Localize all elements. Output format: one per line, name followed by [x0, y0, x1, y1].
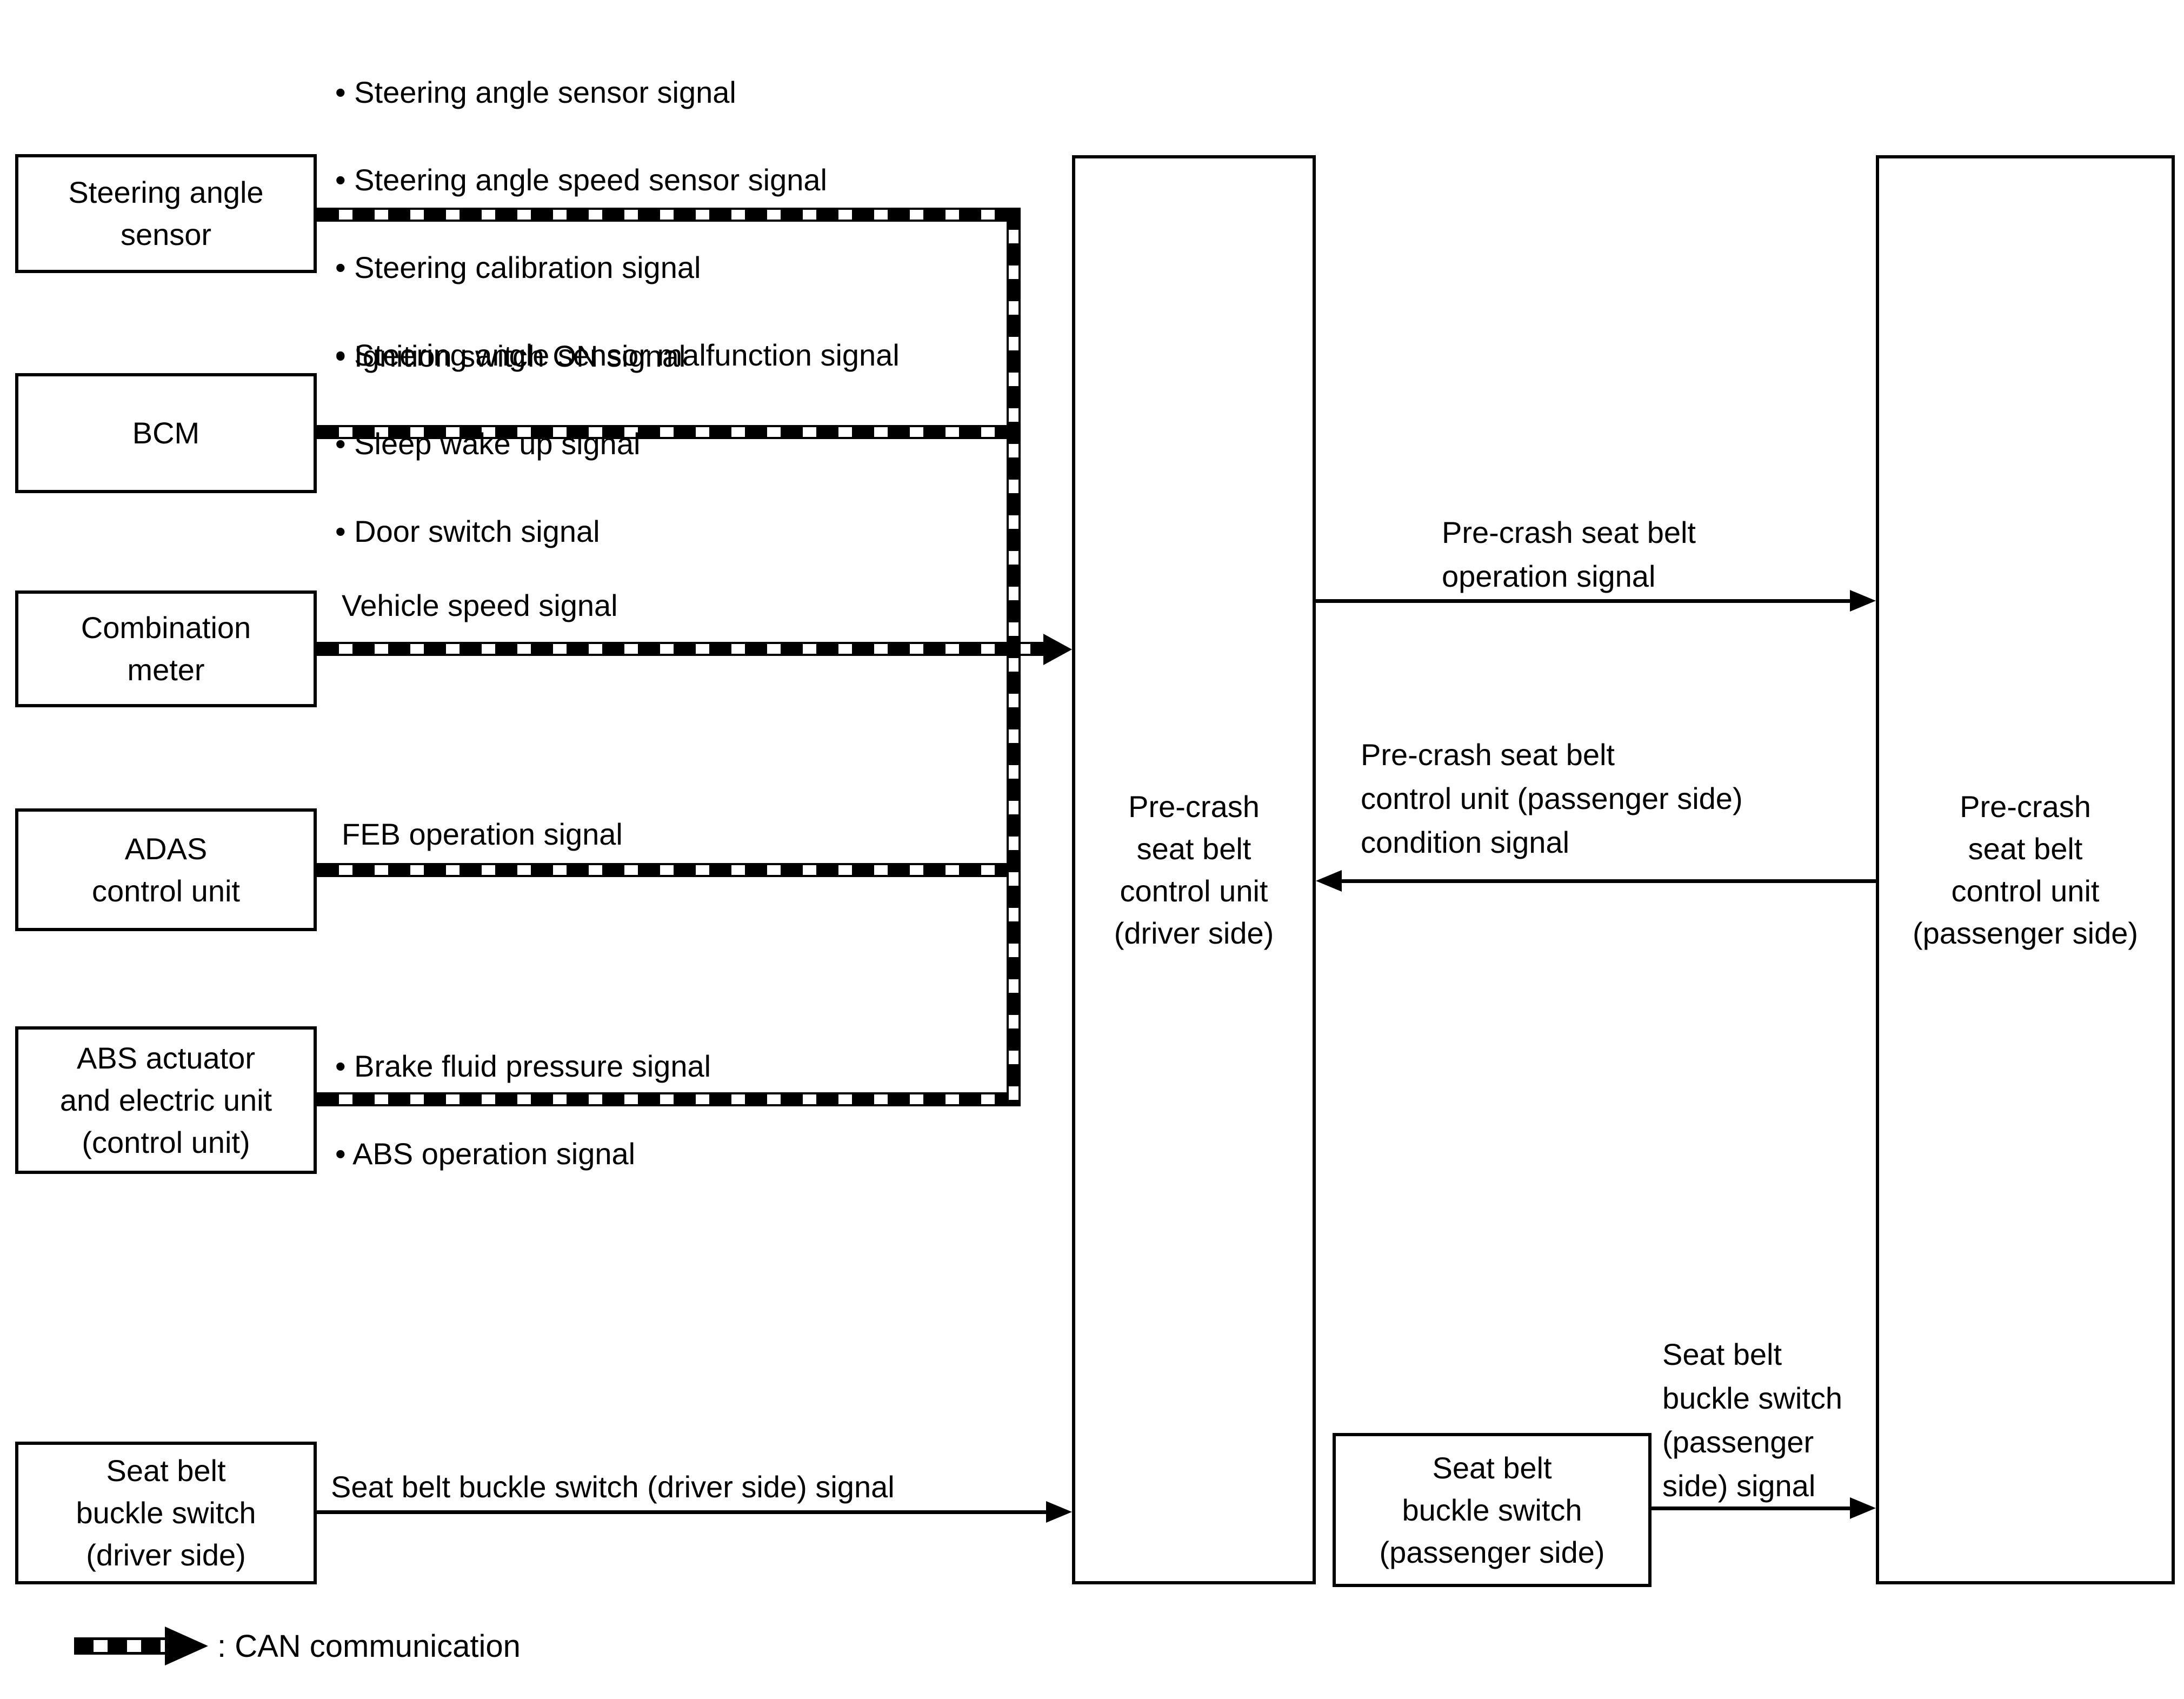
vehicle-speed-signal-label: Vehicle speed signal	[342, 588, 618, 622]
can-line-bcm	[317, 425, 1021, 439]
can-line-adas	[317, 863, 1021, 877]
can-legend-label: : CAN communication	[217, 1629, 521, 1664]
abs-actuator-box: ABS actuator and electric unit (control …	[15, 1026, 317, 1174]
signal-item: • Steering angle sensor malfunction sign…	[335, 338, 900, 372]
condition-signal-label: Pre-crash seat belt control unit (passen…	[1361, 738, 1743, 859]
bcm-box: BCM	[15, 373, 317, 493]
combination-meter-box: Combination meter	[15, 590, 317, 707]
operation-signal-arrow-line	[1316, 599, 1850, 603]
can-arrowhead-icon	[1043, 634, 1072, 665]
driver-buckle-arrowhead-icon	[1046, 1501, 1072, 1523]
signal-item: • Door switch signal	[335, 514, 600, 548]
can-legend-symbol-icon	[74, 1637, 165, 1655]
signal-item: • Brake fluid pressure signal	[335, 1049, 711, 1083]
operation-signal-label: Pre-crash seat belt operation signal	[1442, 515, 1696, 593]
can-legend-arrowhead-icon	[165, 1627, 208, 1665]
passenger-buckle-arrowhead-icon	[1850, 1497, 1876, 1519]
passenger-buckle-signal-label: Seat belt buckle switch (passenger side)…	[1662, 1337, 1843, 1503]
can-line-abs	[317, 1092, 1021, 1106]
bcm-signal-list: • Ignition switch ON signal • Sleep wake…	[335, 290, 685, 597]
seat-belt-buckle-switch-passenger-box: Seat belt buckle switch (passenger side)	[1333, 1433, 1652, 1587]
seat-belt-buckle-switch-driver-box: Seat belt buckle switch (driver side)	[15, 1442, 317, 1584]
passenger-buckle-arrow-line	[1652, 1506, 1850, 1510]
pre-crash-control-unit-driver-box: Pre-crash seat belt control unit (driver…	[1072, 155, 1316, 1584]
can-line-steering	[317, 208, 1021, 222]
condition-signal-arrowhead-icon	[1316, 870, 1342, 892]
operation-signal-arrowhead-icon	[1850, 590, 1876, 612]
pre-crash-control-unit-passenger-box: Pre-crash seat belt control unit (passen…	[1876, 155, 2175, 1584]
adas-control-unit-box: ADAS control unit	[15, 808, 317, 931]
signal-item: • ABS operation signal	[335, 1137, 636, 1171]
steering-angle-sensor-box: Steering angle sensor	[15, 154, 317, 273]
abs-signal-list: • Brake fluid pressure signal • ABS oper…	[335, 1000, 711, 1219]
signal-item: • Steering angle sensor signal	[335, 75, 736, 109]
steering-signal-list: • Steering angle sensor signal • Steerin…	[335, 26, 900, 421]
signal-item: • Steering angle speed sensor signal	[335, 163, 827, 197]
signal-item: • Ignition switch ON signal	[335, 339, 686, 373]
driver-buckle-signal-label: Seat belt buckle switch (driver side) si…	[331, 1470, 895, 1504]
signal-item: • Sleep wake up signal	[335, 427, 641, 461]
signal-item: • Steering calibration signal	[335, 250, 701, 284]
driver-buckle-arrow-line	[317, 1510, 1046, 1514]
feb-operation-signal-label: FEB operation signal	[342, 817, 623, 851]
can-trunk-line	[1007, 208, 1021, 1106]
condition-signal-arrow-line	[1342, 879, 1876, 883]
can-line-combination-meter	[317, 642, 1043, 656]
